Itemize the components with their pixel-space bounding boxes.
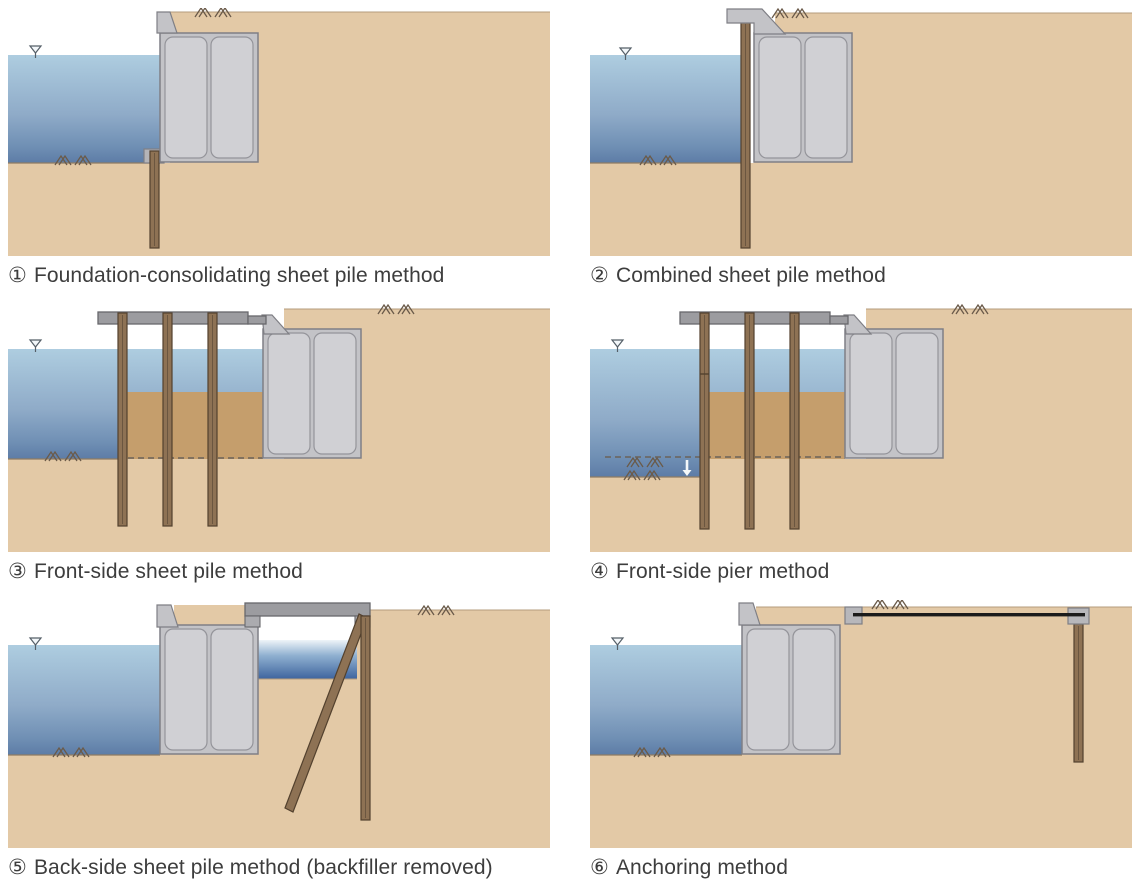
ground-hatch-icon <box>951 304 989 315</box>
diagram-foundation-consolidating-sheet-pile <box>8 8 550 256</box>
ground-hatch-icon <box>639 154 677 166</box>
panel-6: ⑥ Anchoring method <box>590 600 1132 880</box>
diagram-anchoring <box>590 600 1132 848</box>
diagram-front-side-pier <box>590 304 1132 552</box>
ground-hatch-icon <box>633 746 671 758</box>
panel-4: ④ Front-side pier method <box>590 304 1132 584</box>
caisson-cap <box>156 11 178 34</box>
caisson-cap <box>261 314 291 335</box>
soil-ground <box>590 309 1132 552</box>
panel-number: ③ <box>8 560 27 583</box>
water-level-icon <box>28 339 43 352</box>
pile <box>740 21 751 249</box>
caisson <box>753 32 853 163</box>
soil-ground <box>8 309 550 552</box>
panel-number: ⑤ <box>8 856 27 879</box>
panel-caption-4: ④ Front-side pier method <box>590 559 1132 584</box>
panel-label: Foundation-consolidating sheet pile meth… <box>33 264 445 287</box>
caisson-cap <box>843 314 873 335</box>
water <box>590 645 742 755</box>
deck-step <box>829 315 849 325</box>
pile <box>699 312 710 530</box>
tie-rod <box>853 613 1085 617</box>
ground-hatch-icon <box>771 8 809 19</box>
pile <box>789 312 800 530</box>
front-fill <box>700 392 845 459</box>
panel-label: Combined sheet pile method <box>615 264 886 287</box>
panel-5: ⑤ Back-side sheet pile method (backfiller… <box>8 600 550 880</box>
pile <box>149 150 160 249</box>
diagram-combined-sheet-pile <box>590 8 1132 256</box>
pile <box>744 312 755 530</box>
diagram-back-side-sheet-pile <box>8 600 550 848</box>
caisson-cap <box>726 8 787 35</box>
soil-ground <box>8 605 550 848</box>
deck-support <box>244 615 261 628</box>
ground-hatch-icon <box>626 456 664 468</box>
panel-caption-3: ③ Front-side sheet pile method <box>8 559 550 584</box>
water-level-icon <box>28 637 43 650</box>
raking-pile <box>284 613 368 813</box>
soil-ground <box>8 12 550 256</box>
caisson <box>159 624 259 755</box>
deck-slab <box>244 602 371 617</box>
ground-hatch-icon <box>52 746 90 758</box>
dredge-arrow-icon <box>682 460 692 476</box>
water-level-icon <box>28 45 43 58</box>
pile <box>117 312 128 527</box>
caisson <box>741 624 841 755</box>
panel-label: Front-side sheet pile method <box>33 560 303 583</box>
pile <box>207 312 218 527</box>
caisson-cap <box>156 604 179 628</box>
ground-hatch-icon <box>44 450 82 462</box>
caisson <box>262 328 362 459</box>
water <box>590 55 742 163</box>
panel-label: Back-side sheet pile method (backfiller … <box>33 856 493 879</box>
panel-2: ② Combined sheet pile method <box>590 8 1132 288</box>
panel-number: ① <box>8 264 27 287</box>
panel-label: Front-side pier method <box>615 560 830 583</box>
pile <box>360 615 371 821</box>
diagram-front-side-sheet-pile <box>8 304 550 552</box>
panel-caption-6: ⑥ Anchoring method <box>590 855 1132 880</box>
panel-number: ② <box>590 264 609 287</box>
panel-caption-2: ② Combined sheet pile method <box>590 263 1132 288</box>
panel-caption-5: ⑤ Back-side sheet pile method (backfiller… <box>8 855 550 880</box>
water-level-icon <box>610 339 625 352</box>
pile <box>1073 623 1084 763</box>
ground-hatch-icon <box>623 469 661 481</box>
water <box>8 55 160 163</box>
panel-3: ③ Front-side sheet pile method <box>8 304 550 584</box>
panel-label: Anchoring method <box>615 856 788 879</box>
water-level-icon <box>618 47 633 60</box>
deck-step <box>247 315 267 325</box>
panel-number: ④ <box>590 560 609 583</box>
ground-hatch-icon <box>377 304 415 315</box>
water-level-icon <box>610 637 625 650</box>
pile <box>162 312 173 527</box>
caisson <box>159 32 259 163</box>
panel-caption-1: ① Foundation-consolidating sheet pile met… <box>8 263 550 288</box>
caisson <box>844 328 944 459</box>
soil-ground <box>590 607 1132 848</box>
ground-hatch-icon <box>417 604 455 616</box>
caisson-cap <box>738 602 761 626</box>
panel-number: ⑥ <box>590 856 609 879</box>
panel-1: ① Foundation-consolidating sheet pile met… <box>8 8 550 288</box>
water <box>8 645 160 755</box>
ground-hatch-icon <box>54 154 92 166</box>
soil-ground <box>590 13 1132 256</box>
front-fill <box>118 392 263 459</box>
